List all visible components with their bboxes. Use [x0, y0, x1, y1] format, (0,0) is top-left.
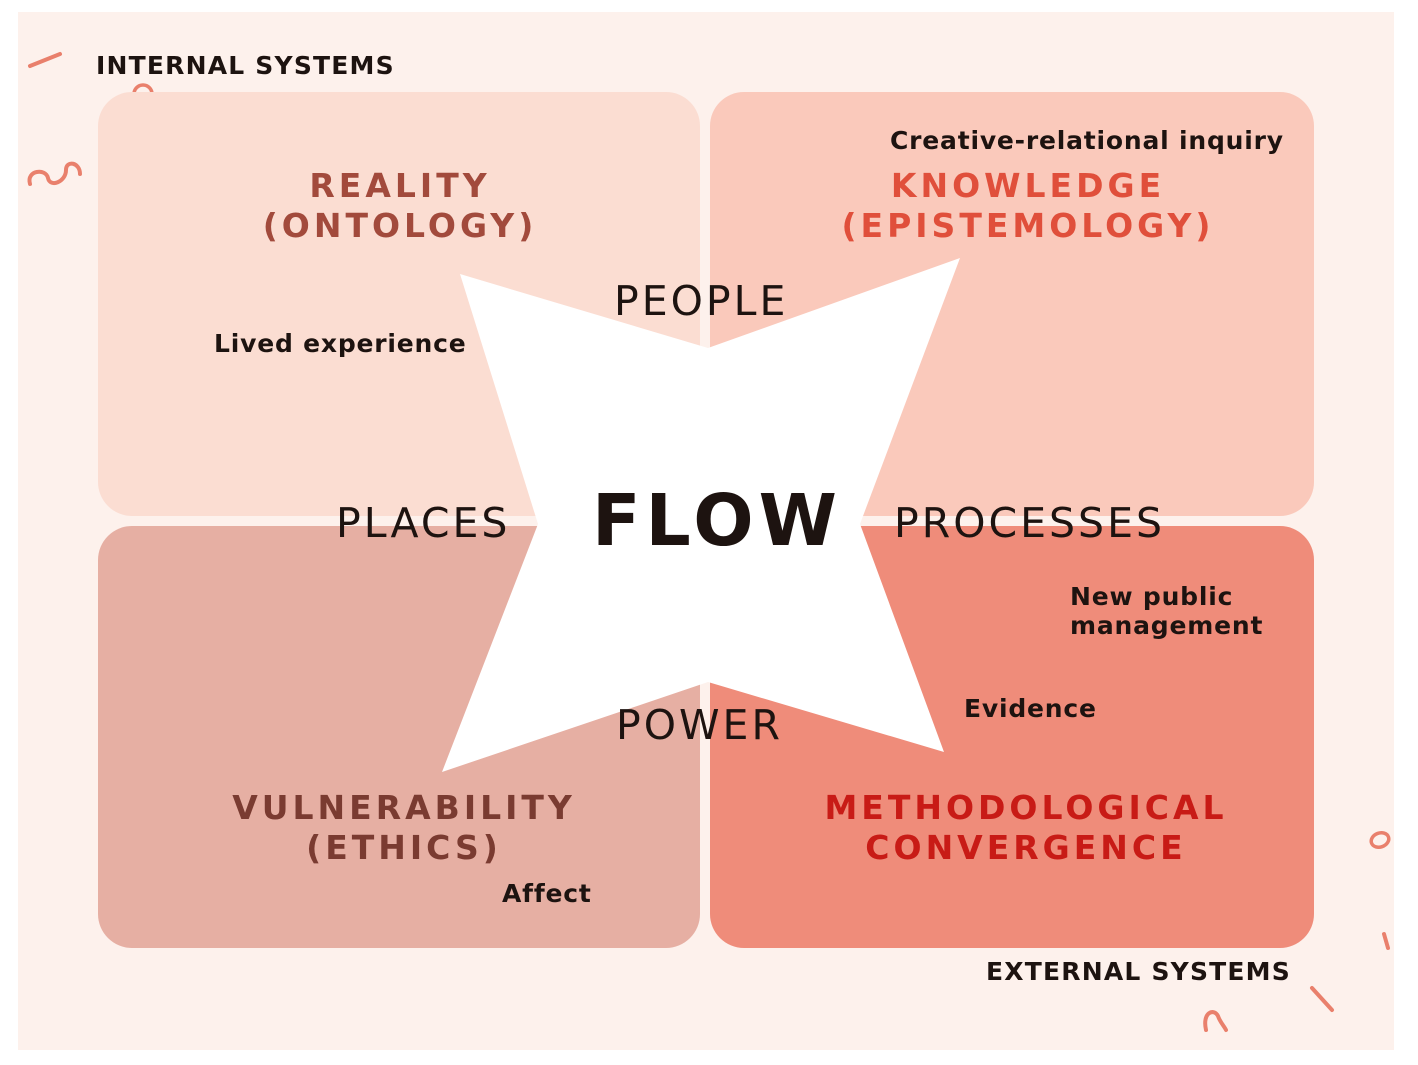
methodological-convergence-title: METHODOLOGICAL CONVERGENCE: [824, 788, 1228, 868]
people-label: PEOPLE: [614, 277, 789, 325]
knowledge-epistemology-title: KNOWLEDGE (EPISTEMOLOGY): [841, 166, 1215, 246]
internal-systems-label: INTERNAL SYSTEMS: [96, 51, 395, 80]
places-label: PLACES: [336, 499, 511, 547]
diagram-canvas: INTERNAL SYSTEMS EXTERNAL SYSTEMS REALIT…: [18, 12, 1394, 1050]
external-systems-label: EXTERNAL SYSTEMS: [986, 957, 1291, 986]
vulnerability-ethics-title: VULNERABILITY (ETHICS): [232, 788, 576, 868]
new-public-management-note: New public management: [1070, 582, 1264, 640]
lived-experience-note: Lived experience: [214, 329, 467, 358]
flow-center-label: FLOW: [592, 479, 842, 562]
affect-note: Affect: [502, 879, 592, 908]
power-label: POWER: [616, 701, 783, 749]
processes-label: PROCESSES: [894, 499, 1165, 547]
evidence-note: Evidence: [964, 694, 1097, 723]
reality-ontology-title: REALITY (ONTOLOGY): [262, 166, 538, 246]
flow-star-shape: [442, 258, 960, 772]
creative-relational-inquiry-note: Creative-relational inquiry: [890, 126, 1284, 155]
